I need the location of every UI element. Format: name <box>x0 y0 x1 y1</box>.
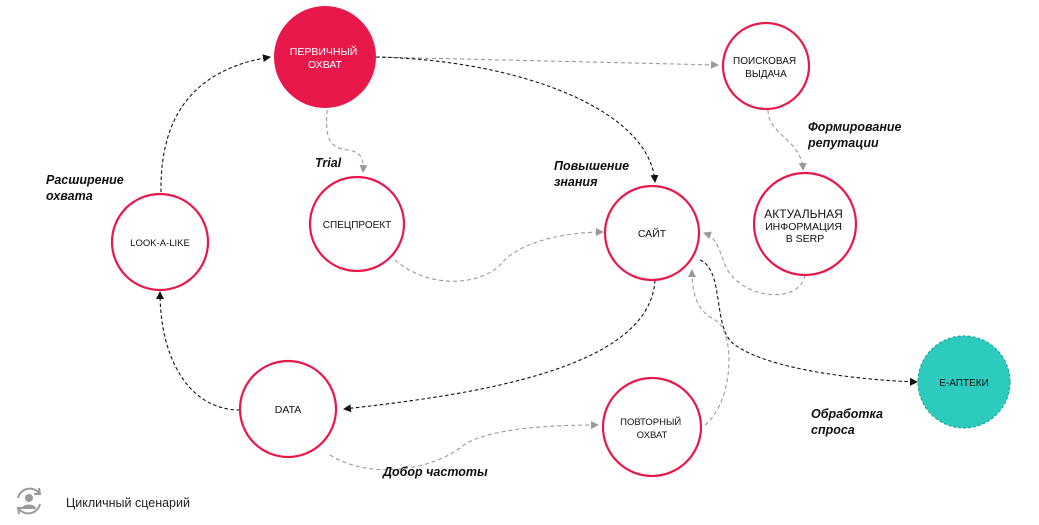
connectors <box>156 54 918 471</box>
svg-text:LOOK-A-LIKE: LOOK-A-LIKE <box>130 238 190 249</box>
repeat-reach-line-2: ОХВАТ <box>637 430 668 441</box>
arrow-special-to-site <box>394 228 604 282</box>
svg-text:DATA: DATA <box>275 404 301 416</box>
annotation-reach-expansion: Расширение охвата <box>46 173 127 203</box>
node-data: DATA <box>238 359 338 459</box>
svg-text:Е-АПТЕКИ: Е-АПТЕКИ <box>939 378 989 389</box>
node-lookalike: LOOK-A-LIKE <box>110 192 210 292</box>
node-special-project: СПЕЦПРОЕКТ <box>308 175 406 273</box>
primary-reach-line-1: ПЕРВИЧНЫЙ <box>290 45 358 58</box>
arrow-primary-to-search <box>375 56 719 69</box>
search-results-line-1: ПОИСКОВАЯ <box>733 56 796 67</box>
special-project-line-1: СПЕЦПРОЕКТ <box>323 220 392 231</box>
node-primary-reach: ПЕРВИЧНЫЙ ОХВАТ <box>274 6 376 108</box>
arrow-data-to-lookalike <box>156 291 241 411</box>
e-pharmacy-line-1: Е-АПТЕКИ <box>939 378 989 389</box>
website-line-1: САЙТ <box>638 227 667 240</box>
cycle-user-icon <box>16 487 42 515</box>
svg-text:АКТУАЛЬНАЯ ИНФОРМАЦИЯ: АКТУАЛЬНАЯ ИНФОРМАЦИЯ В SERP <box>764 207 845 245</box>
arrow-site-to-epharmacy <box>699 259 918 386</box>
arrow-primary-to-special <box>326 109 368 173</box>
annotation-trial: Trial <box>315 156 342 170</box>
node-actual-info: АКТУАЛЬНАЯ ИНФОРМАЦИЯ В SERP <box>752 171 858 277</box>
search-results-line-2: ВЫДАЧА <box>745 69 787 80</box>
svg-text:ПОИСКОВАЯ ВЫДАЧА: ПОИСКОВАЯ ВЫДАЧА <box>733 56 799 80</box>
arrow-search-to-actual <box>767 109 807 171</box>
arrow-primary-to-site <box>375 56 659 183</box>
svg-text:САЙТ: САЙТ <box>638 227 667 240</box>
node-repeat-reach: ПОВТОРНЫЙ ОХВАТ <box>601 376 703 478</box>
annotation-knowledge-increase: Повышение знания <box>554 159 633 189</box>
primary-reach-line-2: ОХВАТ <box>308 59 343 71</box>
svg-text:СПЕЦПРОЕКТ: СПЕЦПРОЕКТ <box>323 220 392 231</box>
annotation-reputation-building: Формирование репутации <box>807 120 905 150</box>
node-website: САЙТ <box>603 184 701 282</box>
annotation-frequency-boost: Добор частоты <box>382 465 488 479</box>
arrow-data-to-repeat <box>329 421 599 471</box>
legend-label: Цикличный сценарий <box>66 496 190 510</box>
node-e-pharmacy: Е-АПТЕКИ <box>917 335 1011 429</box>
svg-text:ПОВТОРНЫЙ ОХВАТ: ПОВТОРНЫЙ ОХВАТ <box>620 416 684 441</box>
data-line-1: DATA <box>275 404 301 416</box>
actual-info-line-2: ИНФОРМАЦИЯ <box>765 221 842 233</box>
svg-text:ПЕРВИЧНЫЙ ОХВАТ: ПЕРВИЧНЫЙ ОХВАТ <box>290 45 360 71</box>
node-search-results: ПОИСКОВАЯ ВЫДАЧА <box>721 21 811 111</box>
repeat-reach-line-1: ПОВТОРНЫЙ <box>620 416 681 428</box>
lookalike-line-1: LOOK-A-LIKE <box>130 238 190 249</box>
arrow-actual-to-site <box>703 231 806 296</box>
arrow-site-to-data <box>343 279 656 413</box>
arrow-lookalike-to-primary <box>160 54 271 193</box>
annotation-demand-processing: Обработка спроса <box>811 407 886 437</box>
arrow-repeat-to-site <box>688 269 730 426</box>
actual-info-line-1: АКТУАЛЬНАЯ <box>764 207 843 221</box>
actual-info-line-3: В SERP <box>786 233 825 245</box>
